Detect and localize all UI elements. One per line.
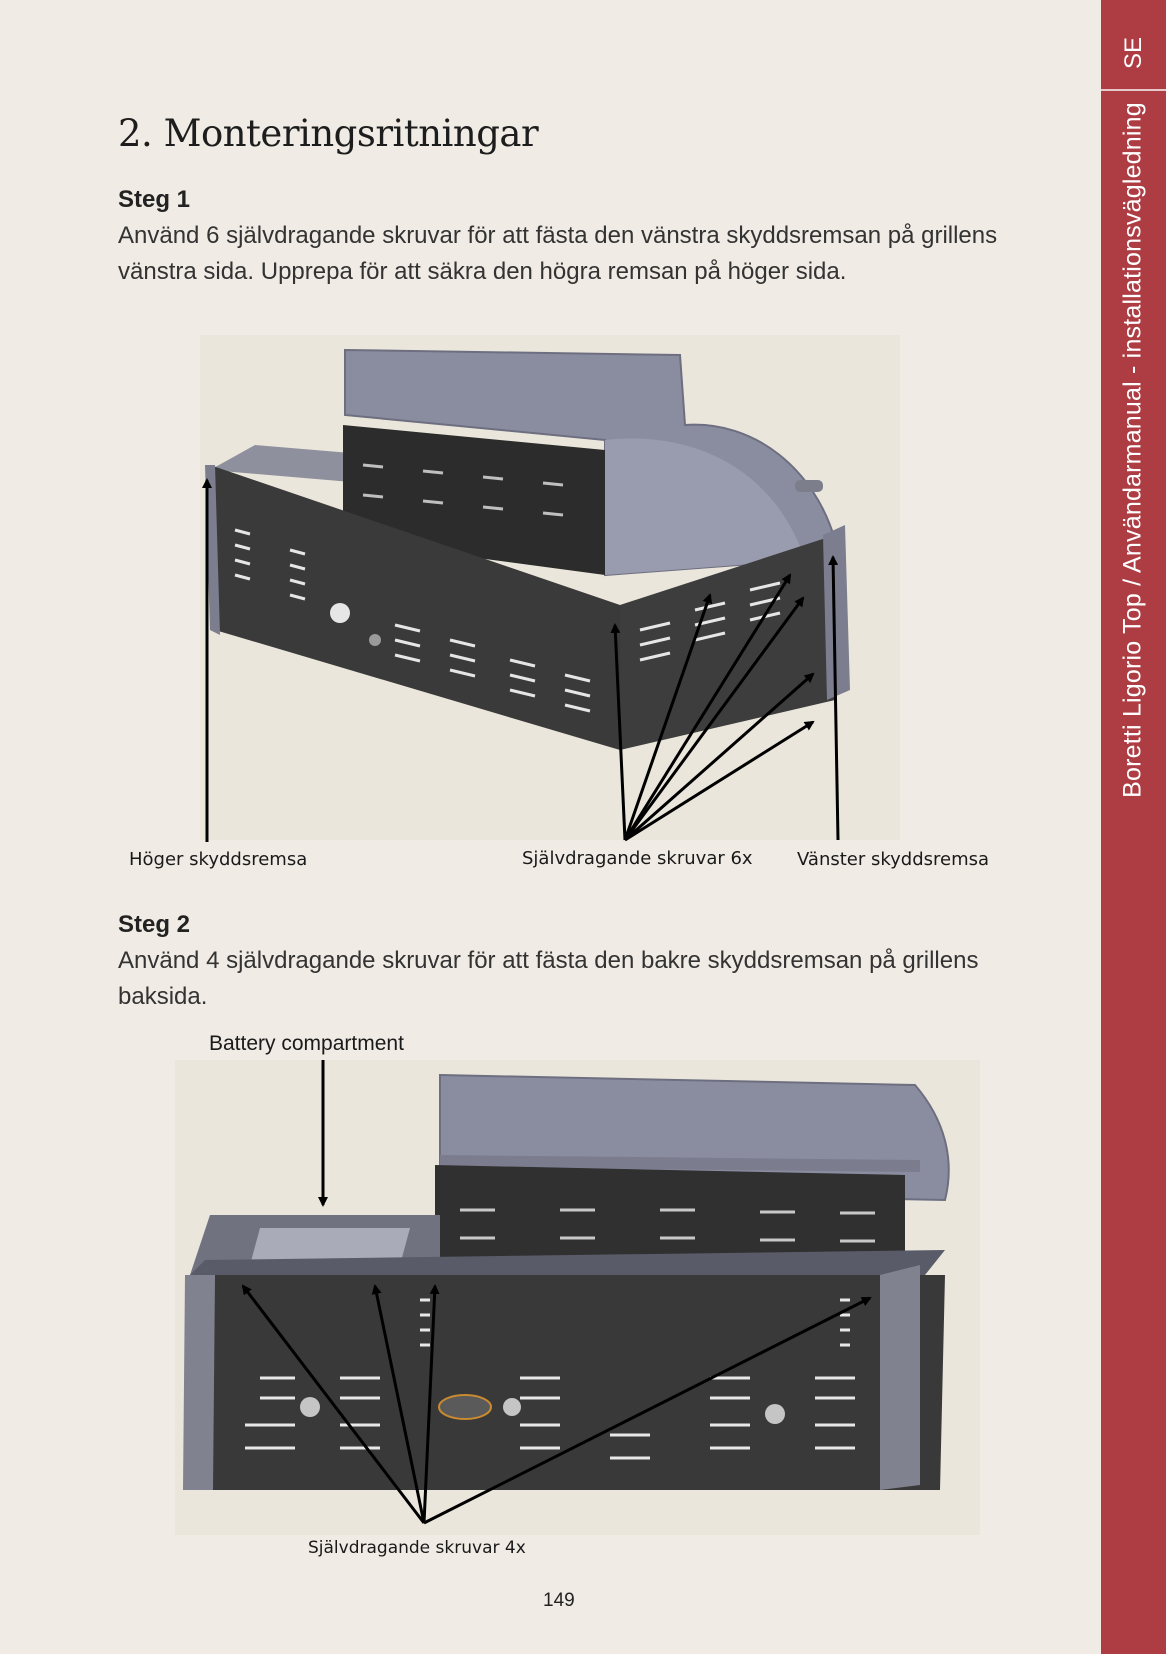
arrow-screw-3 — [623, 573, 792, 841]
arrow-screw-2 — [623, 593, 713, 841]
knob-hole-right — [765, 1404, 785, 1424]
grill-hood-side — [605, 438, 805, 575]
arrow-screw-1 — [241, 1284, 426, 1524]
page-number: 149 — [543, 1590, 575, 1611]
label-left-strip: Vänster skyddsremsa — [797, 849, 990, 870]
right-protective-strip — [205, 465, 220, 635]
grill-handle — [795, 480, 823, 492]
step2-arrows — [241, 1060, 872, 1525]
step1-title: Steg 1 — [118, 186, 191, 213]
left-end-strip — [183, 1275, 215, 1490]
grill-back-face — [195, 1275, 945, 1490]
right-end-strip — [880, 1265, 920, 1490]
step1-text: Använd 6 självdragande skruvar för att f… — [118, 222, 998, 285]
step1-grill-diagram — [200, 335, 900, 842]
label-screws-4x: Självdragande skruvar 4x — [308, 1538, 526, 1558]
step2-grill-diagram — [175, 1060, 980, 1535]
page-title: 2. Monteringsritningar — [118, 112, 539, 155]
step2-title: Steg 2 — [118, 911, 191, 938]
grill-top-ledge — [190, 1250, 945, 1275]
arrow-screw-4 — [423, 1296, 872, 1525]
grill-front-face — [210, 465, 620, 750]
label-battery-compartment: Battery compartment — [209, 1032, 404, 1055]
knob-hole-center — [503, 1398, 521, 1416]
gas-inlet — [438, 1394, 492, 1420]
front-vents — [234, 528, 591, 713]
side-tab — [1101, 0, 1166, 1654]
knob-hole — [369, 634, 381, 646]
arrow-screw-4 — [623, 596, 805, 841]
language-code-tab: SE — [1117, 34, 1151, 72]
arrow-screw-1 — [610, 623, 627, 841]
battery-compartment-lid — [250, 1228, 410, 1265]
step1-arrows — [202, 478, 840, 842]
arrow-screw-6 — [624, 720, 815, 842]
back-vents — [245, 1376, 855, 1460]
grill-control-panel — [435, 1165, 905, 1275]
arrow-screw-2 — [371, 1284, 426, 1524]
side-tab-divider — [1101, 89, 1166, 91]
side-title-container: Boretti Ligorio Top / Användarmanual - i… — [1101, 100, 1166, 800]
arrow-left-strip — [828, 555, 840, 841]
knob-hole-left — [300, 1397, 320, 1417]
arrow-screw-5 — [624, 672, 815, 842]
side-vents — [420, 1298, 850, 1347]
manual-side-title: Boretti Ligorio Top / Användarmanual - i… — [1118, 102, 1147, 798]
label-right-strip: Höger skyddsremsa — [129, 849, 308, 870]
knob-cutout — [330, 603, 350, 623]
arrow-screw-3 — [422, 1284, 440, 1524]
step2-text: Använd 4 självdragande skruvar för att f… — [118, 947, 979, 1010]
language-code: SE — [1119, 36, 1147, 70]
label-screws-6x: Självdragande skruvar 6x — [522, 848, 753, 869]
panel-vents — [362, 463, 564, 517]
left-protective-strip — [823, 525, 850, 700]
panel-vents — [460, 1208, 875, 1243]
